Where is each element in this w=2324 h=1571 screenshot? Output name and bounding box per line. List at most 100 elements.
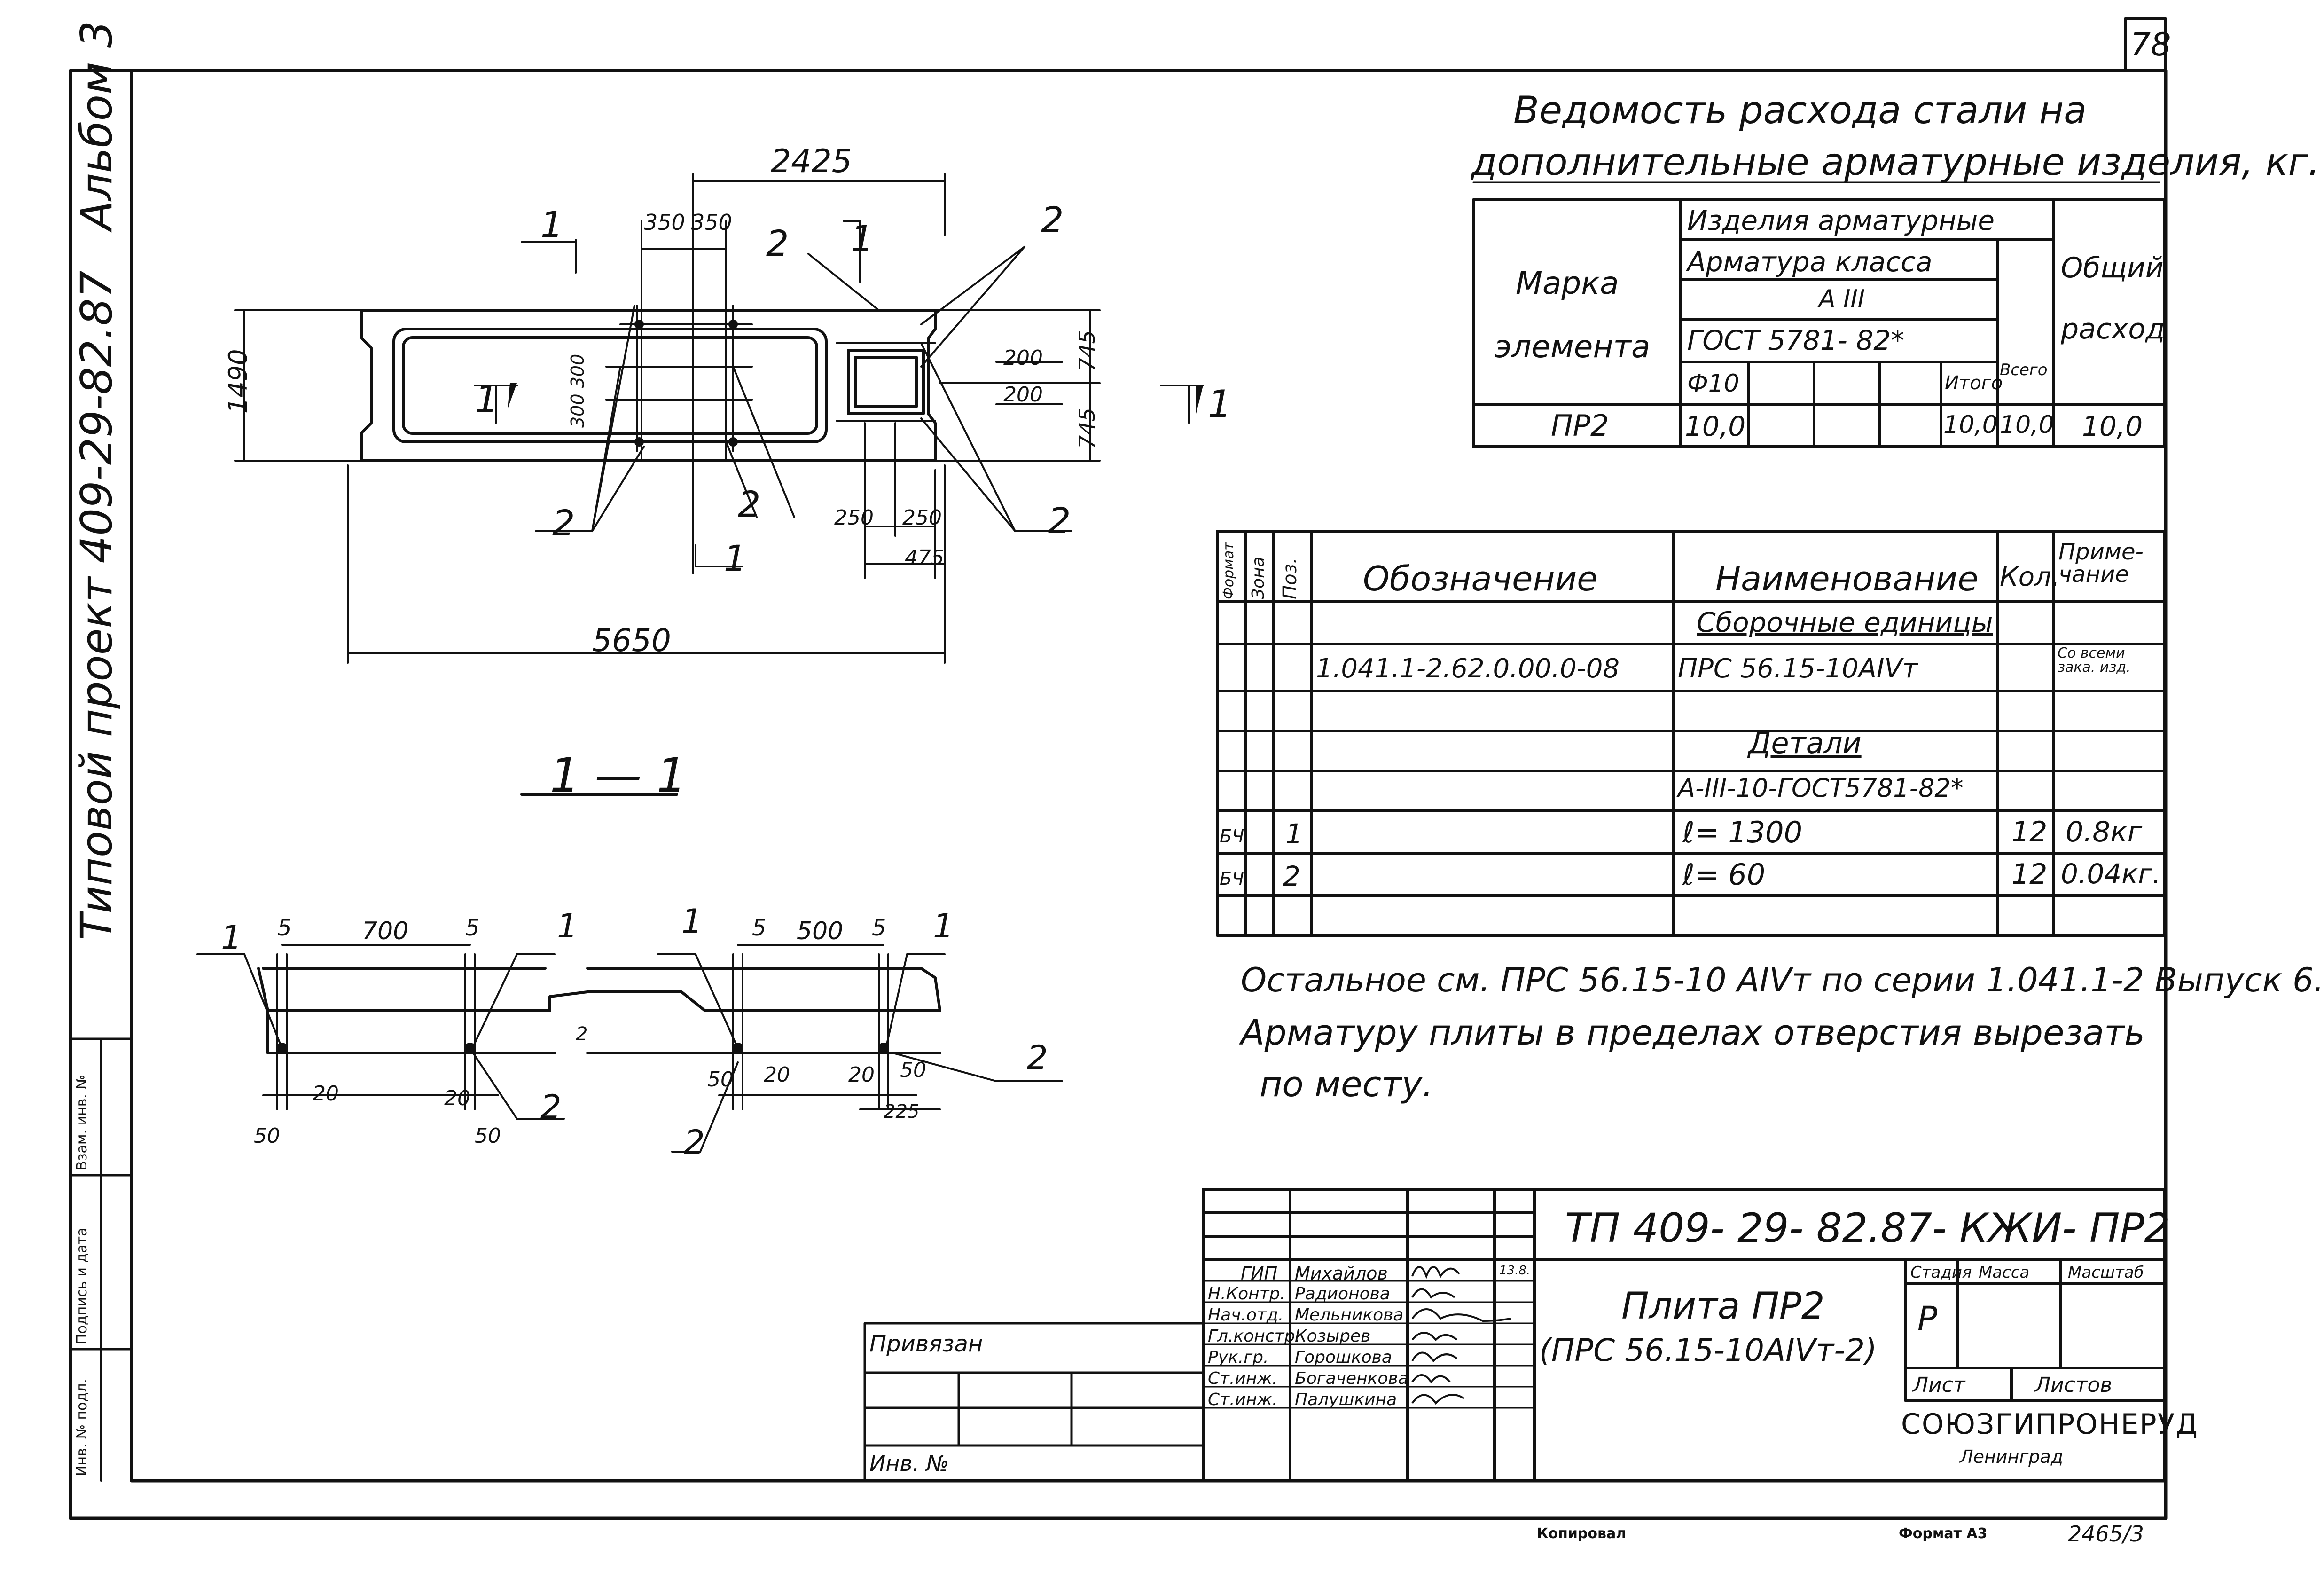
sec-pos-1a: 1 — [221, 919, 242, 957]
scale-header: Масштаб — [2068, 1263, 2144, 1282]
spec-row2-note: 0.8кг — [2066, 816, 2143, 848]
mass-header: Масса — [1979, 1263, 2030, 1282]
steel-row-itogo: 10,0 — [1943, 411, 1998, 439]
role-4: Рук.гр. — [1208, 1348, 1269, 1367]
steel-itogo-header: Итого — [1945, 372, 2003, 394]
section-title: 1 — 1 — [550, 748, 687, 803]
role-0: ГИП — [1241, 1263, 1278, 1284]
organization-city: Ленинград — [1960, 1446, 2063, 1467]
stamp-number: 2465/3 — [2068, 1521, 2144, 1547]
sec-dim-500: 500 — [797, 917, 844, 945]
steel-row-mark: ПР2 — [1551, 408, 1609, 443]
sec-dim-2: 2 — [576, 1023, 588, 1045]
note-line-3: по месту. — [1260, 1064, 1433, 1105]
sec-dim-20d: 20 — [848, 1063, 875, 1087]
format-label: Формат А3 — [1899, 1525, 1988, 1542]
plan-pos-2-right: 2 — [1048, 500, 1071, 542]
sec-dim-50a: 50 — [254, 1124, 280, 1148]
plan-pos-1-bottom: 1 — [724, 537, 747, 579]
sec-dim-225: 225 — [884, 1101, 920, 1123]
sec-dim-700: 700 — [362, 917, 409, 945]
organization-logo: СОЮЗГИПРОНЕРУД — [1901, 1408, 2199, 1441]
plan-dim-2425: 2425 — [771, 143, 853, 180]
spec-row2-format: БЧ — [1220, 826, 1244, 847]
steel-row-d10: 10,0 — [1685, 410, 1746, 442]
steel-total-header: Всего — [2000, 361, 2048, 379]
spec-row3-format: БЧ — [1220, 868, 1244, 889]
plan-pos-2-left: 2 — [552, 502, 575, 544]
doc-code: ТП 409- 29- 82.87- КЖИ- ПР2 — [1565, 1205, 2170, 1252]
plan-dim-350a: 350 — [644, 210, 685, 235]
name-0: Михайлов — [1295, 1263, 1388, 1284]
doc-name-1: Плита ПР2 — [1621, 1285, 1825, 1327]
sec-dim-20b: 20 — [444, 1086, 470, 1110]
steel-general-header-2: расход — [2061, 313, 2165, 346]
drawing-linework — [69, 17, 2168, 1520]
sec-pos-1b: 1 — [557, 907, 578, 945]
spec-section-details: Детали — [1748, 726, 1862, 760]
plan-pos-2-top: 2 — [766, 222, 789, 264]
sec-dim-50d: 50 — [900, 1058, 926, 1082]
spec-name-header: Наименование — [1715, 559, 1979, 598]
steel-general-header: Общий — [2061, 251, 2164, 284]
bound-label: Привязан — [869, 1331, 983, 1357]
signature-scribbles — [1411, 1266, 1511, 1405]
steel-gost-header: ГОСТ 5781- 82* — [1687, 324, 1905, 356]
sheets-header: Листов — [2035, 1373, 2113, 1397]
doc-name-2: (ПРС 56.15-10АIVт-2) — [1539, 1332, 1877, 1368]
sec-dim-5c: 5 — [752, 915, 767, 941]
sec-pos-2b: 2 — [684, 1123, 705, 1162]
note-line-1: Остальное см. ПРС 56.15-10 АIVт по серии… — [1241, 961, 2324, 999]
note-line-2: Арматуру плиты в пределах отверстия выре… — [1241, 1013, 2145, 1053]
approval-date: 13.8. — [1499, 1264, 1531, 1278]
sec-dim-5b: 5 — [465, 915, 480, 941]
name-6: Палушкина — [1295, 1390, 1397, 1409]
role-5: Ст.инж. — [1208, 1369, 1278, 1388]
sec-pos-2c: 2 — [1027, 1038, 1048, 1077]
spec-qty-header: Кол. — [2000, 562, 2060, 592]
spec-row2-name: ℓ= 1300 — [1682, 815, 1803, 849]
plan-dim-250b: 250 — [902, 506, 942, 530]
plan-pos-2-topright: 2 — [1041, 199, 1064, 241]
page-number: 78 — [2130, 26, 2171, 63]
steel-mark-header: Марка — [1516, 265, 1619, 301]
steel-products-header: Изделия арматурные — [1687, 204, 1995, 236]
spec-row3-name: ℓ= 60 — [1682, 857, 1766, 892]
spec-row1-name: ПРС 56.15-10АIVт — [1678, 653, 1918, 684]
sec-pos-1d: 1 — [933, 907, 954, 945]
plan-pos-1-mid: 1 — [851, 218, 874, 259]
sec-pos-2a: 2 — [540, 1088, 562, 1126]
plan-dim-200b: 200 — [1003, 383, 1043, 407]
stage-header: Стадия — [1910, 1263, 1972, 1282]
spec-row3-note: 0.04кг. — [2061, 858, 2161, 890]
sec-pos-1c: 1 — [681, 902, 703, 941]
plan-dim-200a: 200 — [1003, 346, 1043, 370]
plan-cut-label-left: 1 — [475, 377, 499, 421]
stage-value: Р — [1917, 1299, 1938, 1338]
steel-table-title-2: дополнительные арматурные изделия, кг. — [1471, 140, 2320, 184]
spec-row2-pos: 1 — [1285, 818, 1303, 850]
sec-dim-50c: 50 — [707, 1068, 734, 1092]
spec-designation-header: Обозначение — [1363, 559, 1598, 598]
spec-row2-qty: 12 — [2011, 816, 2048, 848]
name-5: Богаченкова — [1295, 1369, 1408, 1388]
role-2: Нач.отд. — [1208, 1305, 1284, 1325]
steel-class-header: Арматура класса — [1687, 246, 1933, 278]
steel-row-vsego: 10,0 — [2000, 411, 2054, 439]
spec-row1-designation: 1.041.1-2.62.0.00.0-08 — [1316, 653, 1620, 684]
name-2: Мельникова — [1295, 1305, 1404, 1325]
role-6: Ст.инж. — [1208, 1390, 1278, 1409]
plan-pos-2-center: 2 — [738, 483, 761, 525]
plan-dim-475: 475 — [905, 546, 944, 570]
spec-row3-pos: 2 — [1283, 860, 1300, 892]
steel-class-value: А III — [1819, 285, 1865, 313]
spec-details-spec: А-III-10-ГОСТ5781-82* — [1678, 773, 1964, 803]
sheet-header: Лист — [1913, 1373, 1965, 1397]
role-1: Н.Контр. — [1208, 1284, 1285, 1304]
plan-cut-label-right: 1 — [1208, 382, 1232, 426]
name-1: Радионова — [1295, 1284, 1390, 1304]
sec-dim-5a: 5 — [277, 915, 292, 941]
spec-row3-qty: 12 — [2011, 858, 2048, 891]
sec-dim-20c: 20 — [764, 1063, 790, 1087]
sec-dim-20a: 20 — [313, 1082, 339, 1106]
